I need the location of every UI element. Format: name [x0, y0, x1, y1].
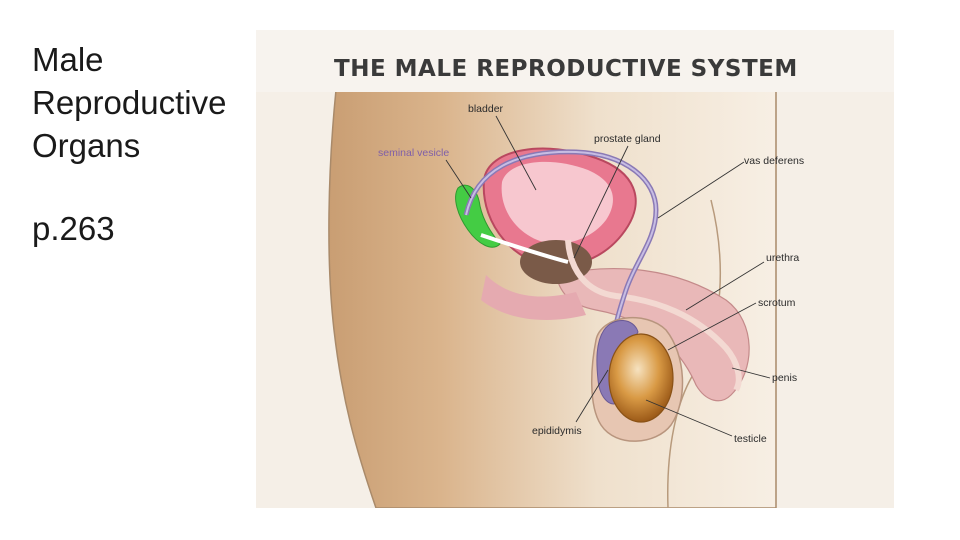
pelvic-floor: [481, 275, 586, 320]
anatomy-figure: THE MALE REPRODUCTIVE SYSTEM bladder sem…: [256, 30, 894, 508]
leader-seminal-vesicle: [445, 159, 472, 199]
leader-urethra: [685, 261, 765, 311]
leader-testicle: [645, 399, 733, 437]
diagram-title: THE MALE REPRODUCTIVE SYSTEM: [334, 56, 798, 82]
bladder-lumen: [501, 161, 613, 244]
label-vas-deferens: vas deferens: [744, 155, 804, 167]
label-urethra: urethra: [766, 252, 799, 264]
leader-epididymis: [575, 369, 609, 423]
label-bladder: bladder: [468, 103, 504, 115]
title-band: [256, 30, 894, 92]
label-epididymis: epididymis: [532, 425, 582, 437]
label-penis: penis: [772, 372, 797, 384]
leader-vas-deferens: [657, 161, 745, 219]
vas-deferens-inner: [465, 150, 658, 361]
testicle-shape: [608, 333, 674, 423]
ejaculatory-duct: [480, 233, 569, 264]
page-reference: p.263: [32, 210, 115, 247]
label-prostate-gland: prostate gland: [594, 133, 661, 145]
label-scrotum: scrotum: [758, 297, 796, 309]
slide-title: Male Reproductive Organs: [32, 41, 227, 164]
leader-prostate: [573, 145, 629, 259]
label-testicle: testicle: [734, 433, 767, 445]
urethra-shape: [565, 239, 742, 392]
leader-scrotum: [667, 302, 757, 351]
label-seminal-vesicle: seminal vesicle: [378, 147, 449, 159]
male-reproductive-diagram: THE MALE REPRODUCTIVE SYSTEM bladder sem…: [256, 30, 894, 508]
penis-shaft: [555, 268, 750, 402]
leader-bladder: [495, 115, 537, 191]
prostate-shape: [520, 240, 592, 284]
leader-penis: [731, 367, 771, 379]
